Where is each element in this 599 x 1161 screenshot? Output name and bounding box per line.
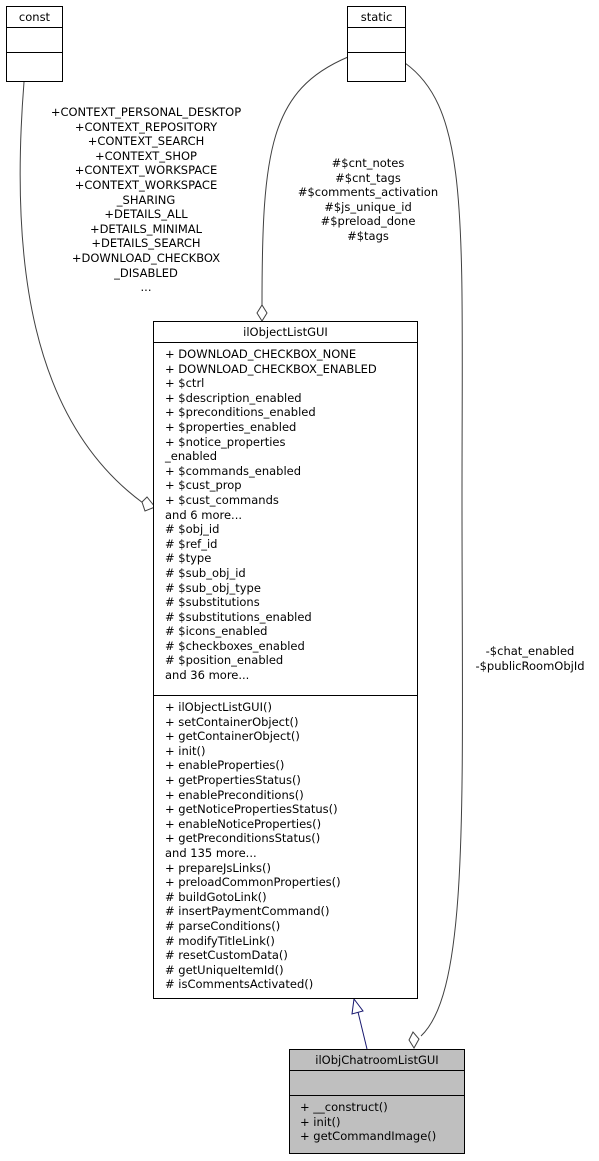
class-ilobjchatroomlistgui-attributes: [290, 1070, 464, 1095]
edge-label-line: +DETAILS_SEARCH: [91, 236, 201, 251]
edge-label-line: ...: [140, 280, 152, 295]
class-static-methods: [348, 52, 405, 81]
class-method: + enableNoticeProperties(): [165, 816, 322, 831]
class-attribute: _enabled: [165, 449, 218, 464]
inheritance-arrow: [351, 997, 364, 1015]
class-method: + getPropertiesStatus(): [165, 772, 301, 787]
class-ilobjectlistgui: ilObjectListGUI + DOWNLOAD_CHECKBOX_NONE…: [153, 321, 418, 999]
class-method: + getNoticePropertiesStatus(): [165, 802, 338, 817]
class-attribute: # $ref_id: [165, 536, 218, 551]
edge-label-line: +DOWNLOAD_CHECKBOX: [71, 250, 221, 265]
class-attribute: # $substitutions: [165, 595, 260, 610]
edge-label-line: +CONTEXT_SHOP: [95, 148, 197, 163]
edge-label-const: +CONTEXT_PERSONAL_DESKTOP+CONTEXT_REPOSI…: [30, 105, 262, 295]
edge-label-line: #$cnt_tags: [335, 170, 401, 185]
class-static: static: [347, 6, 406, 82]
class-method: + init(): [300, 1114, 341, 1129]
class-method: + enablePreconditions(): [165, 787, 304, 802]
class-method: + getCommandImage(): [300, 1129, 437, 1144]
class-ilobjectlistgui-methods: + ilObjectListGUI()+ setContainerObject(…: [154, 695, 417, 998]
class-attribute: and 6 more...: [165, 507, 243, 522]
class-attribute: # $type: [165, 551, 212, 566]
class-static-attributes: [348, 27, 405, 52]
class-method: + enableProperties(): [165, 758, 285, 773]
class-const-title: const: [18, 10, 51, 24]
class-method: # buildGotoLink(): [165, 889, 267, 904]
class-static-title: static: [360, 10, 393, 24]
class-method: # getUniqueItemId(): [165, 962, 284, 977]
class-attribute: # $icons_enabled: [165, 624, 268, 639]
edge-label-line: -$publicRoomObjId: [475, 658, 585, 673]
edge-label-line: #$cnt_notes: [331, 156, 405, 170]
class-attribute: and 36 more...: [165, 668, 250, 683]
class-ilobjectlistgui-attributes: + DOWNLOAD_CHECKBOX_NONE+ DOWNLOAD_CHECK…: [154, 342, 417, 695]
edge-label-line: _DISABLED: [114, 265, 178, 280]
class-method: + setContainerObject(): [165, 714, 299, 729]
edge-label-line: #$tags: [347, 228, 389, 243]
edge-inheritance: [357, 1011, 368, 1050]
class-method: + getContainerObject(): [165, 729, 300, 744]
aggregation-diamond-static: [256, 304, 268, 322]
class-method: and 135 more...: [165, 845, 257, 860]
class-attribute: + $description_enabled: [165, 390, 302, 405]
class-attribute: + $preconditions_enabled: [165, 405, 316, 420]
class-attribute: + $ctrl: [165, 376, 205, 391]
class-attribute: + $cust_prop: [165, 478, 242, 493]
class-ilobjchatroomlistgui-title: ilObjChatroomListGUI: [315, 1053, 439, 1067]
class-attribute: # $obj_id: [165, 522, 220, 537]
class-ilobjchatroomlistgui-methods: + __construct()+ init()+ getCommandImage…: [290, 1095, 464, 1153]
class-const-methods: [7, 52, 62, 81]
class-attribute: # $sub_obj_type: [165, 580, 261, 595]
edge-label-line: -$chat_enabled: [485, 644, 575, 658]
class-method: # isCommentsActivated(): [165, 977, 314, 992]
class-attribute: # $position_enabled: [165, 653, 284, 668]
class-ilobjchatroomlistgui: ilObjChatroomListGUI + __construct()+ in…: [289, 1049, 465, 1154]
edge-label-line: #$preload_done: [320, 214, 416, 229]
edge-label-line: +CONTEXT_SEARCH: [87, 134, 205, 149]
edge-label-line: #$comments_activation: [297, 185, 439, 200]
class-const: const: [6, 6, 63, 82]
edge-label-line: +DETAILS_ALL: [104, 207, 188, 222]
class-ilobjectlistgui-title: ilObjectListGUI: [243, 325, 328, 339]
edge-label-line: #$js_unique_id: [324, 199, 412, 214]
class-attribute: + $commands_enabled: [165, 463, 302, 478]
class-method: + getPreconditionsStatus(): [165, 831, 321, 846]
class-attribute: + DOWNLOAD_CHECKBOX_NONE: [165, 347, 357, 361]
class-attribute: + DOWNLOAD_CHECKBOX_ENABLED: [165, 361, 377, 376]
class-method: + __construct(): [300, 1100, 388, 1114]
edge-label-static-chatroom: -$chat_enabled-$publicRoomObjId: [460, 644, 599, 673]
edge-label-line: +CONTEXT_WORKSPACE: [74, 163, 218, 178]
class-method: + preloadCommonProperties(): [165, 875, 341, 890]
edge-label-line: _SHARING: [116, 192, 176, 207]
class-method: + prepareJsLinks(): [165, 860, 271, 875]
class-method: # resetCustomData(): [165, 948, 288, 963]
edge-label-line: +CONTEXT_WORKSPACE: [74, 177, 218, 192]
class-method: # insertPaymentCommand(): [165, 904, 330, 919]
class-attribute: # $checkboxes_enabled: [165, 638, 305, 653]
class-attribute: # $sub_obj_id: [165, 565, 246, 580]
edge-label-line: +DETAILS_MINIMAL: [89, 221, 203, 236]
class-const-attributes: [7, 27, 62, 52]
class-method: + init(): [165, 743, 206, 758]
edge-static-to-chatroom: [404, 62, 463, 1037]
edge-const-to-list: [19, 81, 144, 504]
edge-label-line: +CONTEXT_REPOSITORY: [74, 119, 218, 134]
class-attribute: # $substitutions_enabled: [165, 609, 312, 624]
edge-static-to-list: [261, 56, 349, 306]
aggregation-diamond-chatroom: [408, 1031, 420, 1049]
class-method: # modifyTitleLink(): [165, 933, 275, 948]
class-attribute: + $cust_commands: [165, 492, 279, 507]
aggregation-diamond-const: [141, 496, 156, 512]
class-attribute: + $notice_properties: [165, 434, 286, 449]
class-method: + ilObjectListGUI(): [165, 700, 272, 714]
edge-label-line: +CONTEXT_PERSONAL_DESKTOP: [50, 105, 242, 119]
class-method: # parseConditions(): [165, 918, 281, 933]
edge-label-static-list: #$cnt_notes#$cnt_tags#$comments_activati…: [282, 156, 454, 244]
class-attribute: + $properties_enabled: [165, 419, 297, 434]
